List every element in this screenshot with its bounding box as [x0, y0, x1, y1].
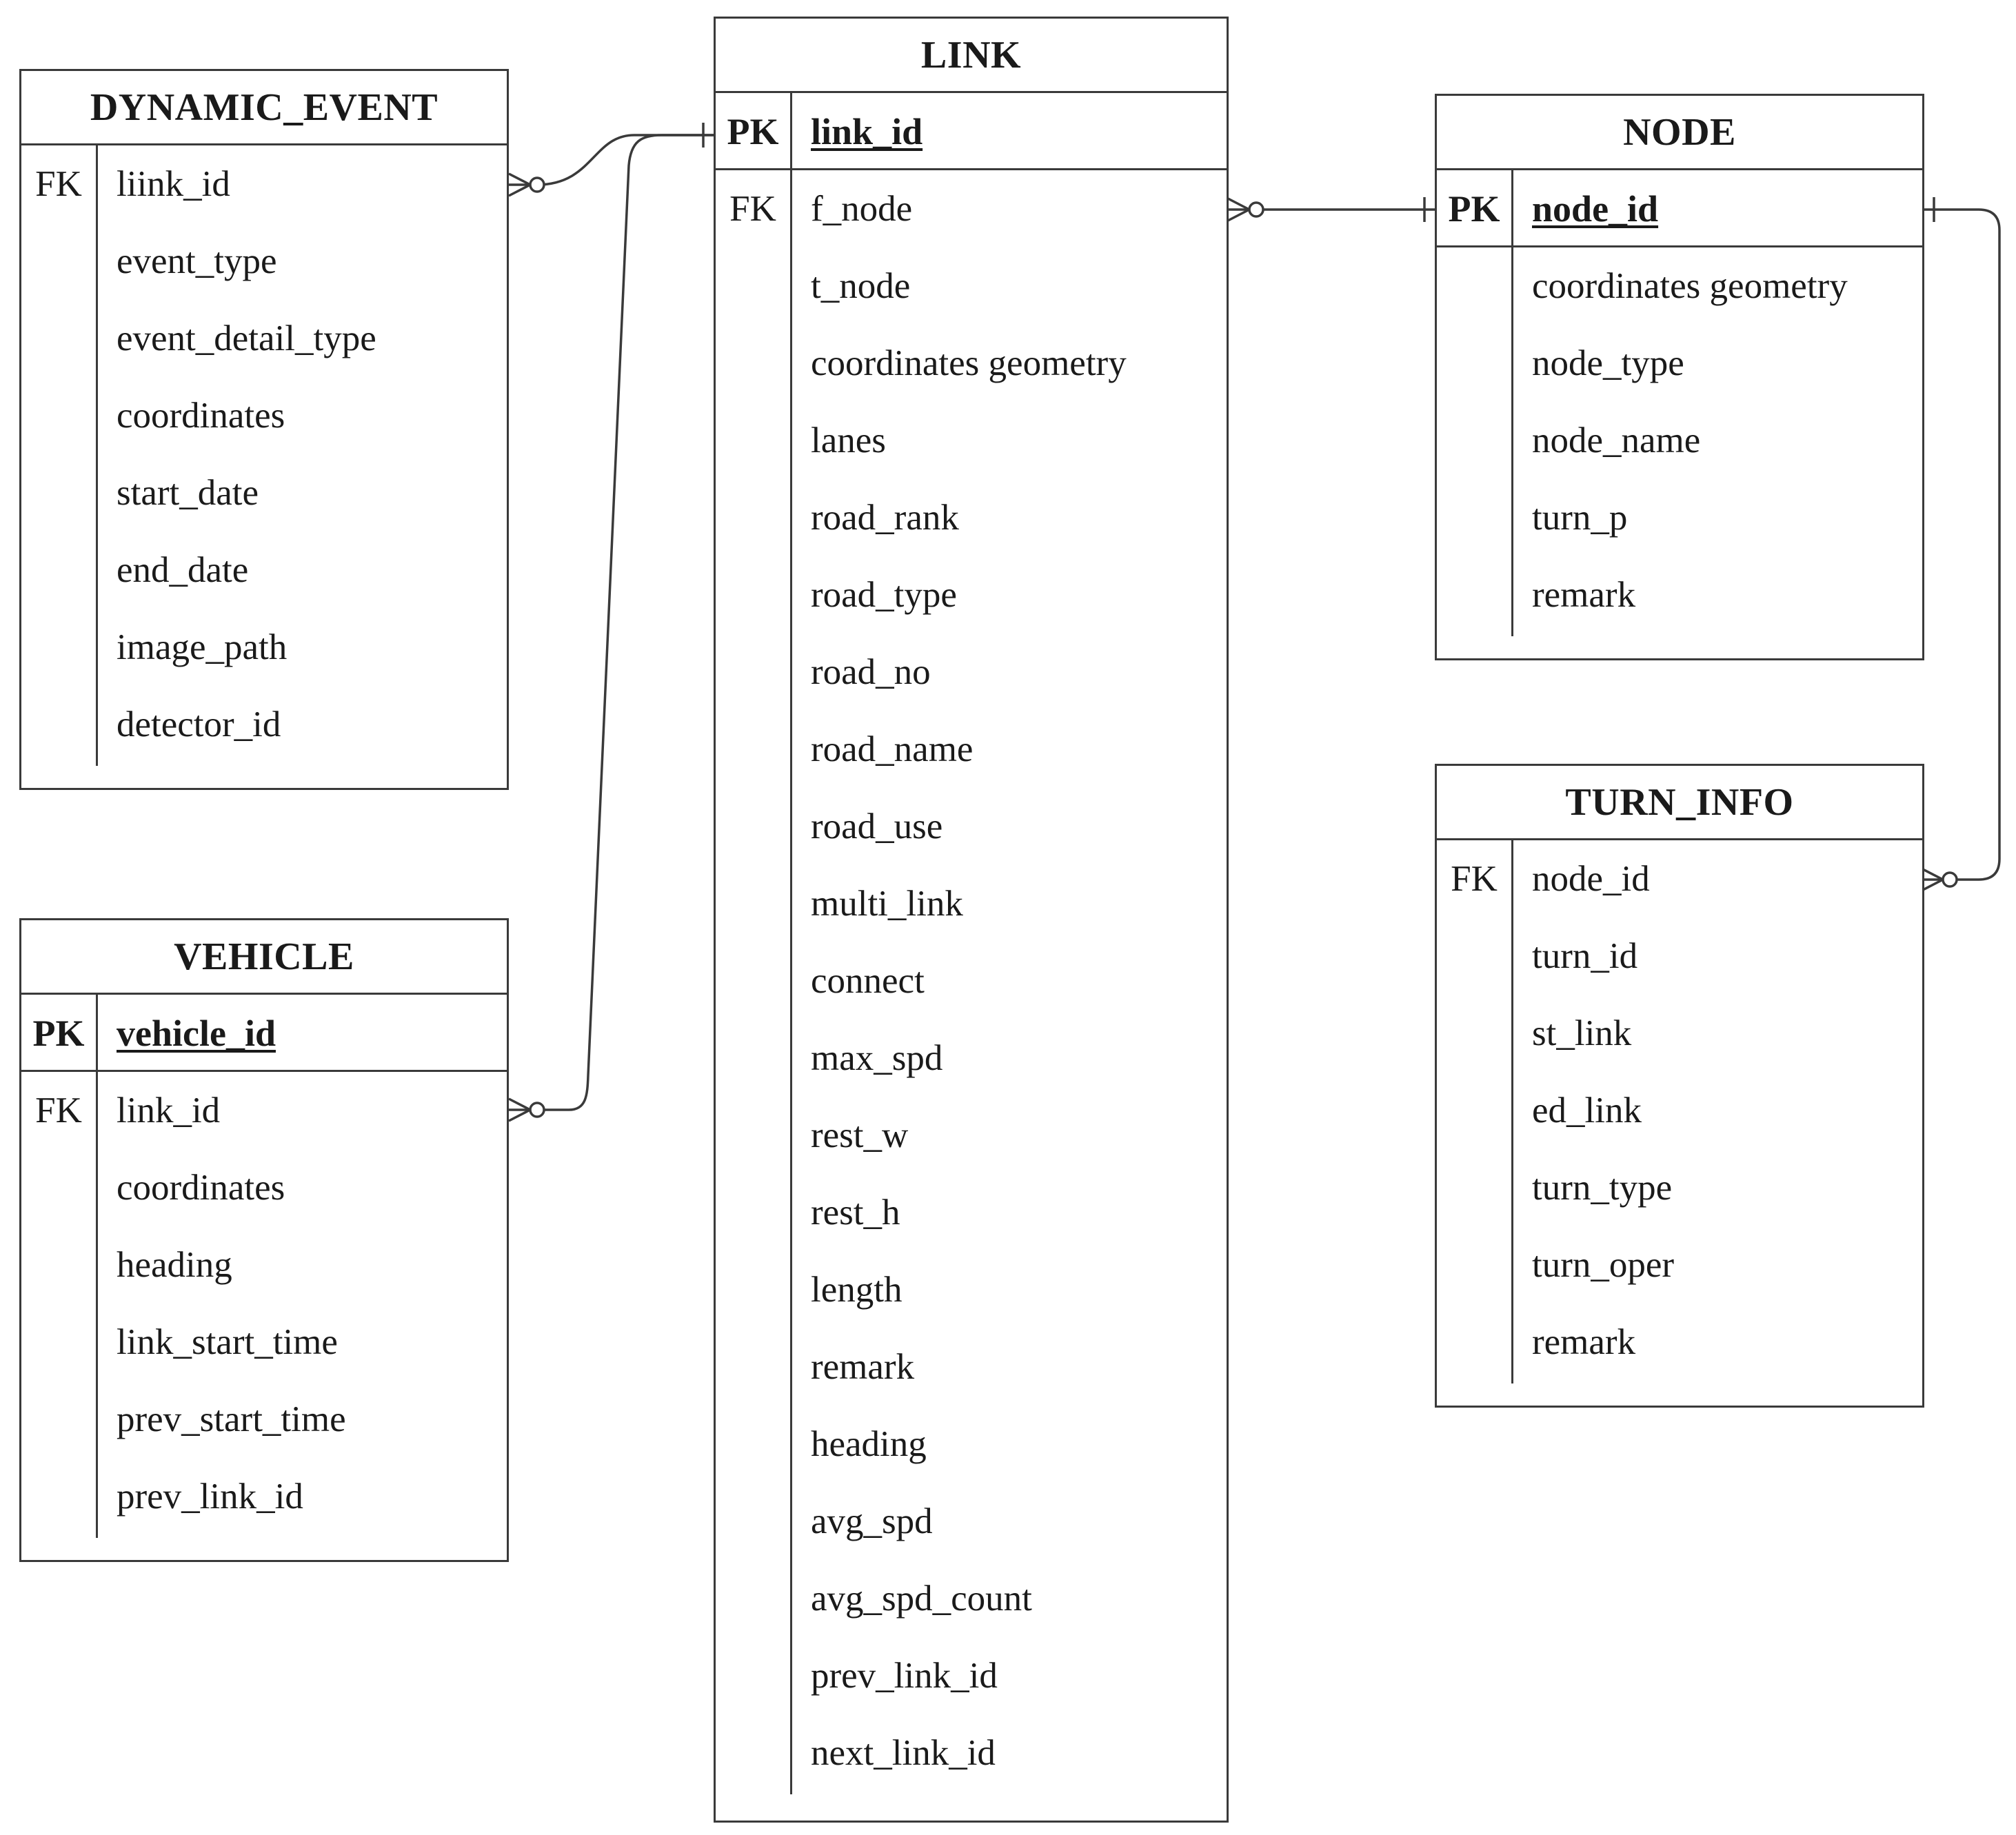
field: node_id	[1532, 859, 1650, 899]
field: remark	[1532, 575, 1636, 615]
entity-turn-info: TURN_INFO FK node_id turn_id st_link ed_…	[1435, 764, 1924, 1408]
field: prev_link_id	[117, 1477, 303, 1517]
field: detector_id	[117, 704, 281, 744]
field: link_start_time	[117, 1322, 338, 1362]
pk-label: PK	[32, 1013, 85, 1054]
field: connect	[811, 961, 925, 1001]
field: image_path	[117, 627, 288, 667]
entity-dynamic-event: DYNAMIC_EVENT FK liink_id event_type eve…	[19, 69, 509, 790]
field: avg_spd_count	[811, 1579, 1032, 1619]
column-divider	[96, 145, 98, 766]
field: remark	[1532, 1322, 1636, 1362]
pk-field: vehicle_id	[117, 1013, 276, 1054]
relationship-turn-info-to-node	[1921, 197, 2001, 892]
entity-link: LINK PK link_id FK f_node t_node coordin…	[714, 17, 1229, 1823]
field: road_use	[811, 807, 943, 846]
entity-title: VEHICLE	[21, 920, 507, 995]
field: road_rank	[811, 498, 959, 538]
field: end_date	[117, 550, 249, 590]
pk-row: PK vehicle_id	[21, 995, 507, 1072]
column-divider	[1511, 840, 1513, 1383]
column-divider	[1511, 170, 1513, 245]
field: max_spd	[811, 1038, 943, 1078]
field: heading	[117, 1245, 232, 1285]
entity-title: NODE	[1437, 96, 1922, 170]
fk-label: FK	[729, 189, 776, 229]
relationship-vehicle-to-link	[508, 134, 714, 1122]
field: liink_id	[117, 164, 230, 204]
field: next_link_id	[811, 1733, 996, 1773]
relationship-dynamic-event-to-link	[508, 123, 714, 197]
field: turn_type	[1532, 1168, 1673, 1208]
field: road_name	[811, 729, 974, 769]
pk-label: PK	[727, 111, 779, 152]
pk-row: PK link_id	[716, 93, 1227, 170]
field: coordinates geometry	[811, 343, 1127, 383]
pk-field: link_id	[811, 111, 923, 152]
field: road_no	[811, 652, 931, 692]
fk-label: FK	[1451, 859, 1498, 899]
pk-label: PK	[1448, 188, 1500, 230]
entity-vehicle: VEHICLE PK vehicle_id FK link_id coordin…	[19, 918, 509, 1562]
entity-node: NODE PK node_id coordinates geometry nod…	[1435, 94, 1924, 660]
entity-title: TURN_INFO	[1437, 766, 1922, 840]
field: coordinates	[117, 396, 285, 436]
field: event_detail_type	[117, 318, 376, 358]
field: road_type	[811, 575, 957, 615]
field: f_node	[811, 189, 913, 229]
field: ed_link	[1532, 1091, 1642, 1131]
field: length	[811, 1270, 903, 1310]
fk-label: FK	[35, 1091, 82, 1131]
field: multi_link	[811, 884, 963, 924]
relationship-link-to-node	[1227, 197, 1435, 222]
column-divider	[1511, 247, 1513, 636]
fk-label: FK	[35, 164, 82, 204]
field: link_id	[117, 1091, 221, 1131]
field: t_node	[811, 266, 911, 306]
column-divider	[96, 995, 98, 1070]
field: start_date	[117, 473, 259, 513]
field: event_type	[117, 241, 277, 281]
field: prev_start_time	[117, 1399, 346, 1439]
pk-field: node_id	[1532, 188, 1659, 230]
pk-row: PK node_id	[1437, 170, 1922, 247]
entity-title: DYNAMIC_EVENT	[21, 71, 507, 145]
entity-title: LINK	[716, 19, 1227, 93]
field: coordinates	[117, 1168, 285, 1208]
field: node_name	[1532, 420, 1701, 460]
field: heading	[811, 1424, 927, 1464]
field: avg_spd	[811, 1501, 933, 1541]
field: turn_p	[1532, 498, 1628, 538]
field: turn_id	[1532, 936, 1638, 976]
field: st_link	[1532, 1013, 1632, 1053]
field: coordinates geometry	[1532, 266, 1848, 306]
field: node_type	[1532, 343, 1684, 383]
column-divider	[790, 93, 792, 168]
field: prev_link_id	[811, 1656, 998, 1696]
field: turn_oper	[1532, 1245, 1675, 1285]
field: rest_w	[811, 1115, 909, 1155]
column-divider	[790, 170, 792, 1794]
field: lanes	[811, 420, 886, 460]
column-divider	[96, 1072, 98, 1538]
field: rest_h	[811, 1193, 900, 1233]
field: remark	[811, 1347, 915, 1387]
